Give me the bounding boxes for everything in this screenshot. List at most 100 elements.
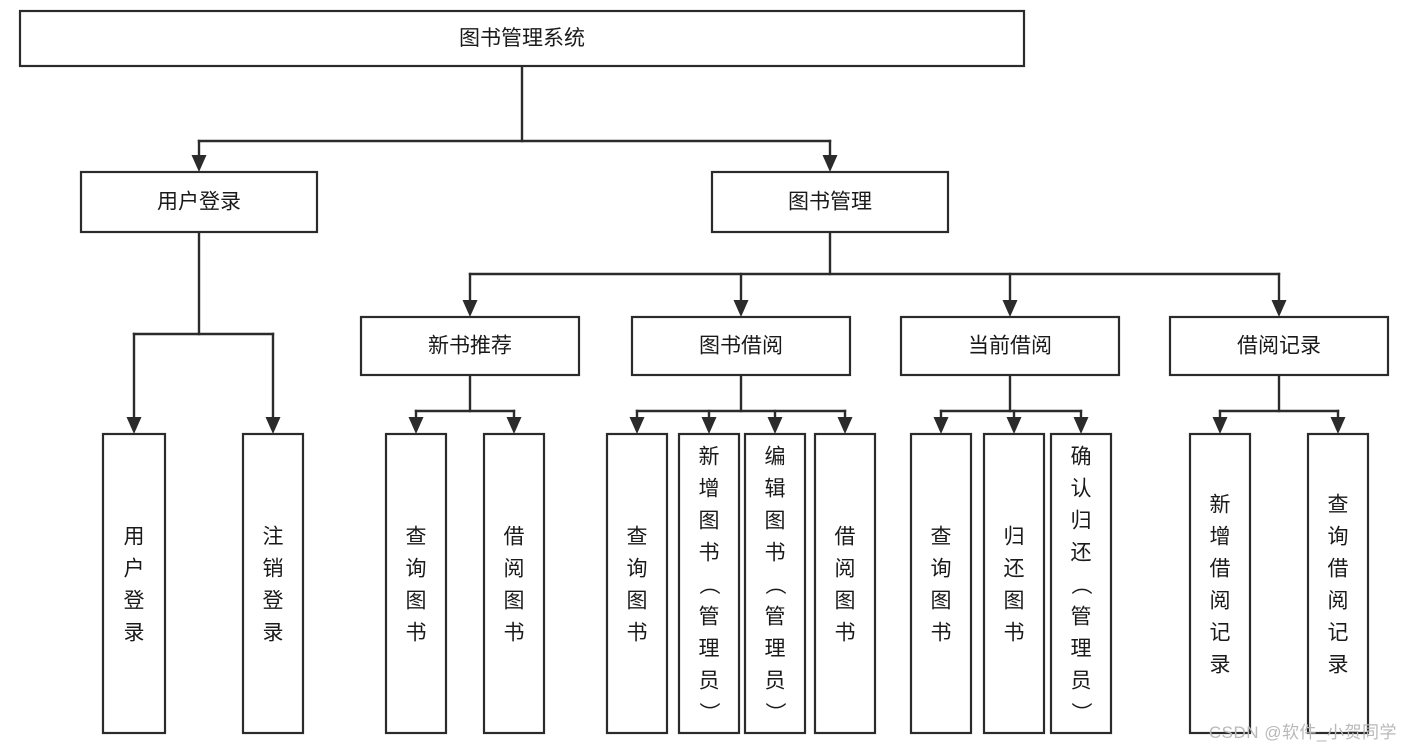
leaf-box[interactable] <box>677 432 741 735</box>
leaf-label-char: 管 <box>1071 606 1092 629</box>
node-level3-新书推荐[interactable]: 新书推荐 <box>359 315 581 377</box>
leaf-label-char: ） <box>697 702 720 723</box>
arrow-head-icon <box>1002 300 1018 317</box>
arrow-head-icon <box>1330 417 1346 434</box>
arrow-head-icon <box>462 300 478 317</box>
leaf-label-char: 销 <box>263 558 284 581</box>
leaf-label-char: 图 <box>699 510 720 533</box>
arrow-head-icon <box>1073 417 1089 434</box>
edges-图书借阅-to-leaves <box>629 373 853 434</box>
leaf-label-char: 还 <box>1004 558 1025 581</box>
leaf-box[interactable] <box>909 432 973 735</box>
level3-box[interactable] <box>1168 315 1390 377</box>
root-box[interactable] <box>18 9 1026 68</box>
edges-新书推荐-to-leaves <box>408 373 522 434</box>
edges-借阅记录-to-leaves <box>1212 373 1346 434</box>
connector-layer <box>126 64 1346 434</box>
arrow-head-icon <box>733 300 749 317</box>
leaf-box[interactable] <box>482 432 546 735</box>
leaf-label-char: 新 <box>1210 494 1231 517</box>
leaf-box[interactable] <box>1049 432 1113 735</box>
level3-box[interactable] <box>630 315 852 377</box>
leaf-label-char: 查 <box>931 526 952 549</box>
leaf-box[interactable] <box>1188 432 1252 735</box>
node-layer: 图书管理系统用户登录图书管理新书推荐图书借阅当前借阅借阅记录用户登录注销登录查询… <box>18 9 1390 735</box>
level3-box[interactable] <box>899 315 1121 377</box>
leaf-label-char: 还 <box>1071 542 1092 565</box>
leaf-label-char: 查 <box>1328 494 1349 517</box>
arrow-head-icon <box>1271 300 1287 317</box>
leaf-label-char: 图 <box>406 590 427 613</box>
leaf-label-char: 记 <box>1328 622 1349 645</box>
leaf-label-char: 书 <box>504 622 525 645</box>
leaf-label-char: 图 <box>931 590 952 613</box>
leaf-label-char: 录 <box>124 622 145 645</box>
node-level3-图书借阅[interactable]: 图书借阅 <box>630 315 852 377</box>
arrow-head-icon <box>191 155 207 172</box>
leaf-box[interactable] <box>384 432 448 735</box>
leaf-label-char: 借 <box>504 526 525 549</box>
node-level3-当前借阅[interactable]: 当前借阅 <box>899 315 1121 377</box>
arrow-head-icon <box>126 417 142 434</box>
level2-box[interactable] <box>79 170 319 234</box>
leaf-label-char: 图 <box>835 590 856 613</box>
arrow-head-icon <box>767 417 783 434</box>
leaf-box[interactable] <box>982 432 1046 735</box>
leaf-label-char: 图 <box>627 590 648 613</box>
node-level2-用户登录[interactable]: 用户登录 <box>79 170 319 234</box>
leaf-box[interactable] <box>101 432 167 735</box>
level3-box[interactable] <box>359 315 581 377</box>
level3-label: 图书借阅 <box>699 335 783 358</box>
node-level2-图书管理[interactable]: 图书管理 <box>710 170 950 234</box>
leaf-label-char: 理 <box>699 638 720 661</box>
arrow-head-icon <box>408 417 424 434</box>
leaf-box[interactable] <box>743 432 807 735</box>
level2-box[interactable] <box>710 170 950 234</box>
leaf-label-char: （ <box>1069 574 1092 595</box>
leaf-label-char: 用 <box>124 526 145 549</box>
leaf-label-char: 书 <box>406 622 427 645</box>
arrow-head-icon <box>701 417 717 434</box>
leaf-label-char: 员 <box>765 670 786 693</box>
node-root-图书管理系统[interactable]: 图书管理系统 <box>18 9 1026 68</box>
leaf-label-char: 询 <box>627 558 648 581</box>
node-level3-借阅记录[interactable]: 借阅记录 <box>1168 315 1390 377</box>
level2-label: 用户登录 <box>157 191 241 214</box>
leaf-box[interactable] <box>813 432 877 735</box>
leaf-box[interactable] <box>1306 432 1370 735</box>
leaf-label-char: 借 <box>835 526 856 549</box>
edges-userlogin-to-leaves <box>126 230 281 434</box>
arrow-head-icon <box>506 417 522 434</box>
leaf-label-char: 增 <box>699 478 720 501</box>
leaf-label-char: 新 <box>699 446 720 469</box>
level3-label: 借阅记录 <box>1237 335 1321 358</box>
node-leaf-用户登录[interactable]: 用户登录 <box>101 432 167 735</box>
arrow-head-icon <box>1212 417 1228 434</box>
leaf-label-char: 查 <box>627 526 648 549</box>
leaf-box[interactable] <box>241 432 305 735</box>
edges-root-to-level2 <box>191 64 838 172</box>
leaf-box[interactable] <box>605 432 669 735</box>
leaf-label-char: ） <box>763 702 786 723</box>
leaf-label-char: 理 <box>1071 638 1092 661</box>
